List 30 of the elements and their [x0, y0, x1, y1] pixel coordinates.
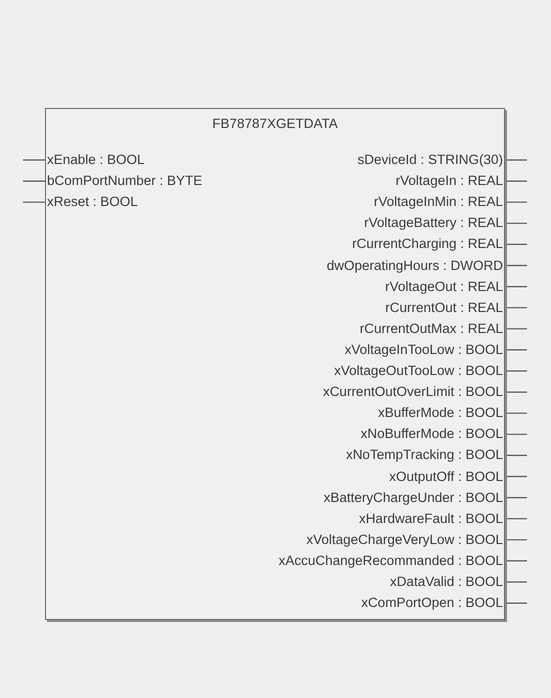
- pin-label: rVoltageInMin : REAL: [374, 193, 504, 212]
- pin-label: rCurrentCharging : REAL: [352, 235, 504, 254]
- pin-label: xHardwareFault : BOOL: [358, 510, 504, 528]
- pin-line: [23, 159, 46, 161]
- pin-label: xVoltageOutTooLow : BOOL: [334, 362, 504, 380]
- pin-label: xCurrentOutOverLimit : BOOL: [322, 383, 504, 402]
- pin-label: xVoltageInTooLow : BOOL: [344, 340, 504, 359]
- pin-label: rCurrentOut : REAL: [385, 298, 504, 317]
- pin-line: [23, 202, 46, 203]
- pin-label: rVoltageBattery : REAL: [364, 214, 504, 232]
- pin-label: xBufferMode : BOOL: [378, 404, 504, 422]
- pin-label: bComPortNumber : BYTE: [46, 172, 202, 190]
- pin-label: sDeviceId : STRING(30): [357, 151, 504, 169]
- pin-label: rVoltageOut : REAL: [385, 278, 504, 296]
- pin-label: xOutputOff : BOOL: [389, 468, 504, 486]
- pin-label: xNoTempTracking : BOOL: [346, 446, 504, 464]
- pin-label: xNoBufferMode : BOOL: [360, 425, 504, 444]
- pin-label: rCurrentOutMax : REAL: [360, 320, 504, 338]
- pin-label: xEnable : BOOL: [46, 151, 145, 169]
- pin-label: rVoltageIn : REAL: [396, 172, 504, 190]
- function-block: [45, 108, 505, 620]
- pin-label: dwOperatingHours : DWORD: [326, 256, 504, 274]
- pin-line: [23, 180, 46, 182]
- pin-label: xAccuChangeRecommanded : BOOL: [278, 552, 504, 570]
- pin-label: xDataValid : BOOL: [390, 573, 504, 591]
- block-title: FB78787XGETDATA: [211, 115, 339, 133]
- pin-label: xReset : BOOL: [46, 193, 138, 212]
- pin-label: xVoltageChargeVeryLow : BOOL: [306, 530, 504, 549]
- pin-label: xBatteryChargeUnder : BOOL: [324, 488, 504, 507]
- pin-label: xComPortOpen : BOOL: [361, 594, 504, 612]
